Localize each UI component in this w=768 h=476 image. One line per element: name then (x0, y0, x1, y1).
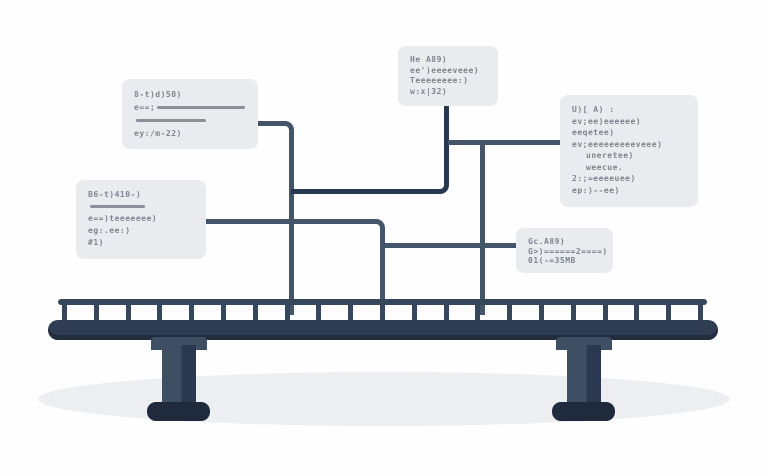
callout-text: He A89) (410, 55, 448, 64)
connector-line-callout4-vertical (480, 140, 485, 315)
bridge-railing-top (58, 299, 707, 305)
railing-post (157, 303, 163, 322)
callout-text-line: eeqetee) (572, 127, 686, 139)
callout-text-line (134, 114, 246, 127)
callout-text-line: He A89) (410, 55, 486, 66)
railing-post (62, 303, 67, 322)
callout-text: e==; (134, 103, 156, 112)
callout-text-line: ee')eeeeveee) (410, 66, 486, 77)
callout-text-line (88, 201, 194, 213)
redacted-text-bar (90, 205, 145, 208)
railing-post (252, 303, 258, 322)
callout-text-line: B6-t)410-) (88, 189, 194, 201)
callout-text: 01(-=35MB (528, 256, 576, 265)
railing-post (698, 303, 703, 322)
callout-text-line: ev;eeeeeeeeeveee) (572, 139, 686, 151)
railing-post (443, 303, 449, 322)
callout-text-line: w:x|32) (410, 87, 486, 98)
railing-post (634, 303, 640, 322)
callout-text: ee')eeeeveee) (410, 65, 480, 75)
callout-text: Gc.A89) (528, 237, 566, 246)
railing-post (475, 303, 481, 322)
railing-post (221, 303, 226, 322)
callout-mid-left: B6-t)410-) e==)teeeeeee) eg:.ee:) #1) (76, 180, 206, 259)
callout-text: U)[ A) : (572, 105, 615, 114)
callout-text-line: ep:)--ee) (572, 185, 686, 197)
railing-post (348, 303, 354, 322)
callout-text-line: Gc.A89) (528, 237, 601, 247)
callout-text: Teeeeeeee:) (410, 76, 469, 85)
railing-post (189, 303, 195, 322)
connector-line-callout5 (381, 243, 517, 248)
callout-text-line: 01(-=35MB (528, 256, 601, 266)
callout-text-line: e==; (134, 101, 246, 114)
callout-text-line: ev;ee)eeeeee) (572, 116, 686, 128)
callout-right: U)[ A) : ev;ee)eeeeee) eeqetee) ev;eeeeeeee… (560, 95, 698, 207)
connector-line-callout3 (291, 105, 449, 194)
callout-text: w:x|32) (410, 86, 448, 96)
callout-text-line: G>)======2====) (528, 247, 607, 257)
railing-post (666, 303, 672, 322)
railing-post (507, 303, 513, 322)
callout-text-line: e==)teeeeeee) (88, 213, 194, 225)
railing-post (125, 303, 131, 322)
redacted-text-bar (136, 119, 206, 122)
callout-text-line: #1) (88, 237, 194, 249)
callout-small-right: Gc.A89)G>)======2====)01(-=35MB (516, 228, 613, 273)
callout-text: B6-t)410-) (88, 190, 142, 199)
callout-text: G>)======2====) (528, 246, 608, 256)
connector-line-callout2 (206, 219, 385, 320)
callout-text: weecue. (586, 162, 624, 172)
bridge-pier-column-left (162, 345, 196, 407)
callout-text: ev;ee)eeeeee) (572, 116, 642, 126)
railing-post (570, 303, 576, 322)
callout-text-line: 8-t)d)50) (134, 88, 246, 101)
bridge-pier-base-left (147, 402, 210, 421)
railing-post (539, 303, 544, 322)
railing-post (93, 303, 99, 322)
callout-text-line: Teeeeeeee:) (410, 76, 486, 87)
callout-text-line: weecue. (572, 162, 686, 174)
bridge-pier-base-right (552, 402, 615, 421)
railing-post (380, 303, 385, 322)
callout-text-line: ey:/m-22) (134, 127, 246, 140)
callout-text-line: 2:;=eeeeuee) (572, 173, 686, 185)
callout-text: ev;eeeeeeeeeveee) (572, 139, 663, 149)
callout-text-line: uneretee) (572, 150, 686, 162)
callout-text: eeqetee) (572, 128, 615, 137)
callout-text: ep:)--ee) (572, 185, 620, 195)
callout-text: 8-t)d)50) (134, 90, 182, 99)
callout-text: eg:.ee:) (88, 226, 131, 235)
callout-text: #1) (88, 238, 104, 247)
callout-top-center: He A89)ee')eeeeveee)Teeeeeeee:)w:x|32) (398, 46, 498, 106)
callout-text-line: eg:.ee:) (88, 225, 194, 237)
railing-post (284, 303, 290, 322)
bridge-pier-column-right (567, 345, 601, 407)
railing-post (411, 303, 417, 322)
railing-post (602, 303, 608, 322)
bridge-deck (48, 320, 718, 340)
railing-post (316, 303, 322, 322)
callout-text: e==)teeeeeee) (88, 214, 158, 223)
connector-line-callout4-horizontal (448, 140, 562, 145)
redacted-text-bar (157, 106, 246, 109)
callout-top-left: 8-t)d)50) e==; ey:/m-22) (122, 79, 258, 149)
connector-line-callout1 (257, 121, 294, 315)
callout-text: 2:;=eeeeuee) (572, 174, 636, 183)
callout-text-line: U)[ A) : (572, 104, 686, 116)
callout-text: uneretee) (586, 151, 634, 160)
callout-text: ey:/m-22) (134, 129, 182, 138)
